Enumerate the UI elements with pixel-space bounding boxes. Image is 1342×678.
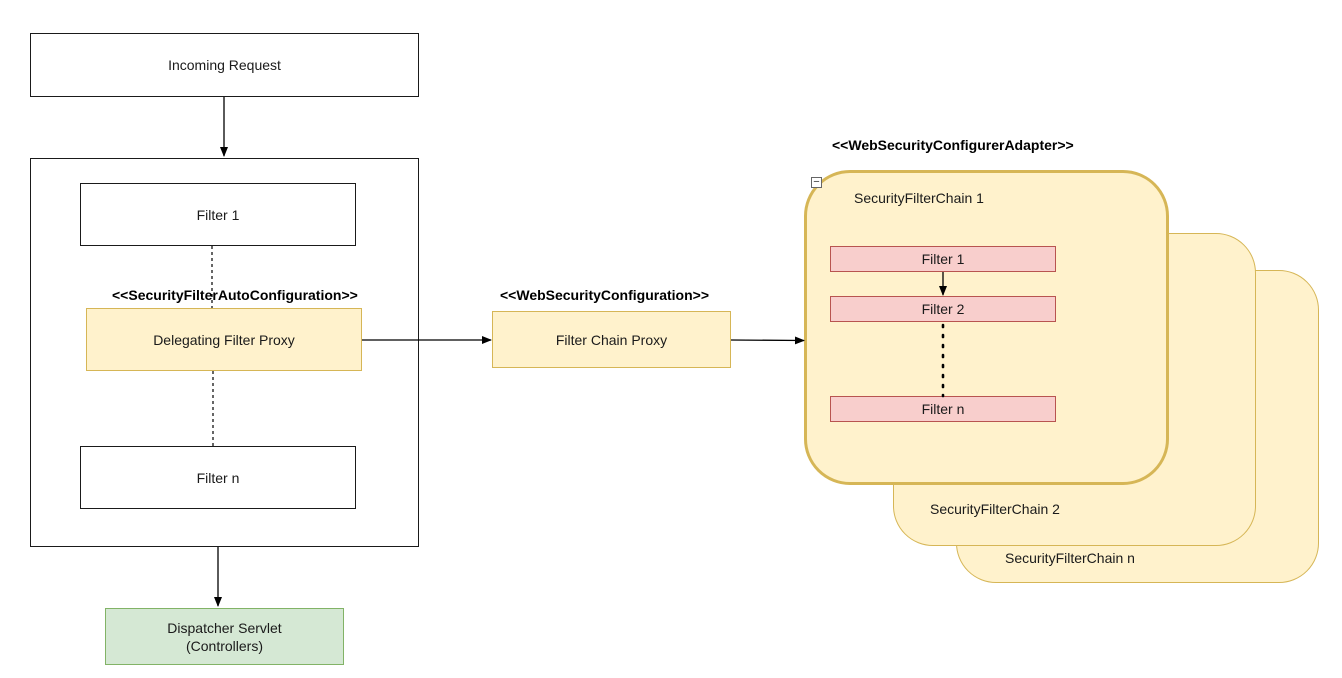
collapse-symbol: −	[813, 176, 820, 188]
security-filter-chain-2-title: SecurityFilterChain 2	[930, 501, 1060, 517]
security-filter-chain-n-title: SecurityFilterChain n	[1005, 550, 1135, 566]
filter-chain-proxy-label: Filter Chain Proxy	[555, 331, 668, 348]
chain-filter-n-node[interactable]: Filter n	[830, 396, 1056, 422]
incoming-request-label: Incoming Request	[168, 57, 281, 73]
filter-1-label: Filter 1	[196, 206, 240, 223]
web-security-configuration-stereotype: <<WebSecurityConfiguration>>	[500, 287, 710, 303]
chain-filter-2-label: Filter 2	[921, 301, 965, 317]
chain-filter-n-label: Filter n	[921, 401, 965, 417]
dispatcher-servlet-node[interactable]: Dispatcher Servlet (Controllers)	[105, 608, 344, 665]
dispatcher-servlet-label: Dispatcher Servlet (Controllers)	[167, 619, 282, 654]
security-filter-chain-1-container[interactable]: SecurityFilterChain 1	[804, 170, 1169, 485]
delegating-filter-proxy-label: Delegating Filter Proxy	[153, 331, 295, 348]
filter-n-node[interactable]: Filter n	[80, 446, 356, 509]
chain-filter-1-label: Filter 1	[921, 251, 965, 267]
collapse-icon[interactable]: −	[811, 177, 822, 188]
security-filter-auto-configuration-stereotype: <<SecurityFilterAutoConfiguration>>	[112, 287, 358, 303]
filter-chain-proxy-node[interactable]: Filter Chain Proxy	[492, 311, 731, 368]
chain-filter-2-node[interactable]: Filter 2	[830, 296, 1056, 322]
web-security-configurer-adapter-stereotype: <<WebSecurityConfigurerAdapter>>	[832, 137, 1074, 153]
delegating-filter-proxy-node[interactable]: Delegating Filter Proxy	[86, 308, 362, 371]
filter-1-node[interactable]: Filter 1	[80, 183, 356, 246]
filter-n-label: Filter n	[196, 469, 240, 486]
chain-filter-1-node[interactable]: Filter 1	[830, 246, 1056, 272]
security-filter-chain-1-title: SecurityFilterChain 1	[854, 190, 984, 206]
arrow-chain-proxy-to-security-chain	[730, 336, 805, 345]
incoming-request-node[interactable]: Incoming Request	[30, 33, 419, 97]
